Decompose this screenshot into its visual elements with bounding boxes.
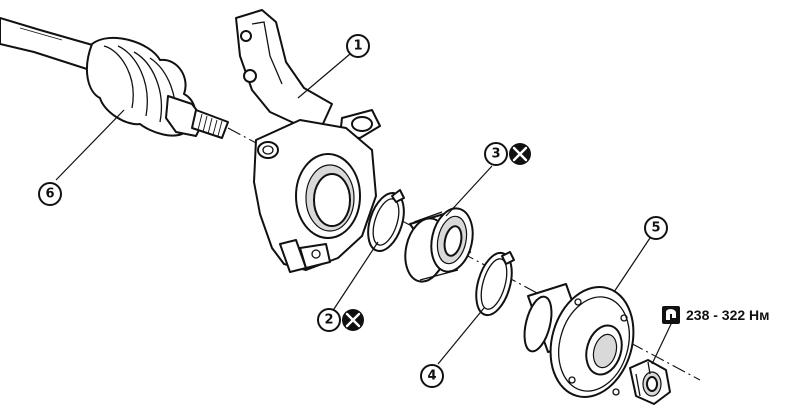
- leader-1: [297, 53, 351, 99]
- drive-shaft: [0, 17, 229, 139]
- leader-4: [437, 307, 485, 365]
- callout-2: 2: [317, 308, 341, 332]
- snap-ring-inner: [367, 189, 405, 252]
- leader-2: [331, 241, 379, 313]
- leader-5: [613, 237, 651, 293]
- circled-x-icon: [509, 143, 531, 165]
- wheel-bearing: [404, 207, 474, 283]
- callout-1: 1: [346, 34, 370, 58]
- leader-6: [55, 109, 125, 181]
- leader-3: [445, 165, 493, 217]
- torque-wrench-icon: [662, 306, 680, 324]
- torque-value: 238 - 322 Нм: [686, 307, 770, 323]
- wheel-hub: [523, 283, 635, 398]
- svg-text:2: 2: [324, 313, 333, 328]
- circled-x-icon: [342, 309, 364, 331]
- svg-text:6: 6: [45, 187, 54, 202]
- leader-torque: [651, 321, 673, 365]
- svg-text:3: 3: [491, 147, 500, 162]
- svg-text:1: 1: [353, 39, 362, 54]
- callout-4: 4: [420, 364, 444, 388]
- hub-nut: [629, 359, 671, 405]
- steering-knuckle: [235, 9, 381, 273]
- svg-text:5: 5: [651, 221, 660, 236]
- torque-spec: 238 - 322 Нм: [662, 306, 770, 324]
- callout-6: 6: [38, 182, 62, 206]
- callout-5: 5: [644, 216, 668, 240]
- svg-text:4: 4: [427, 369, 436, 384]
- callout-3: 3: [484, 142, 508, 166]
- snap-ring-outer: [475, 251, 515, 317]
